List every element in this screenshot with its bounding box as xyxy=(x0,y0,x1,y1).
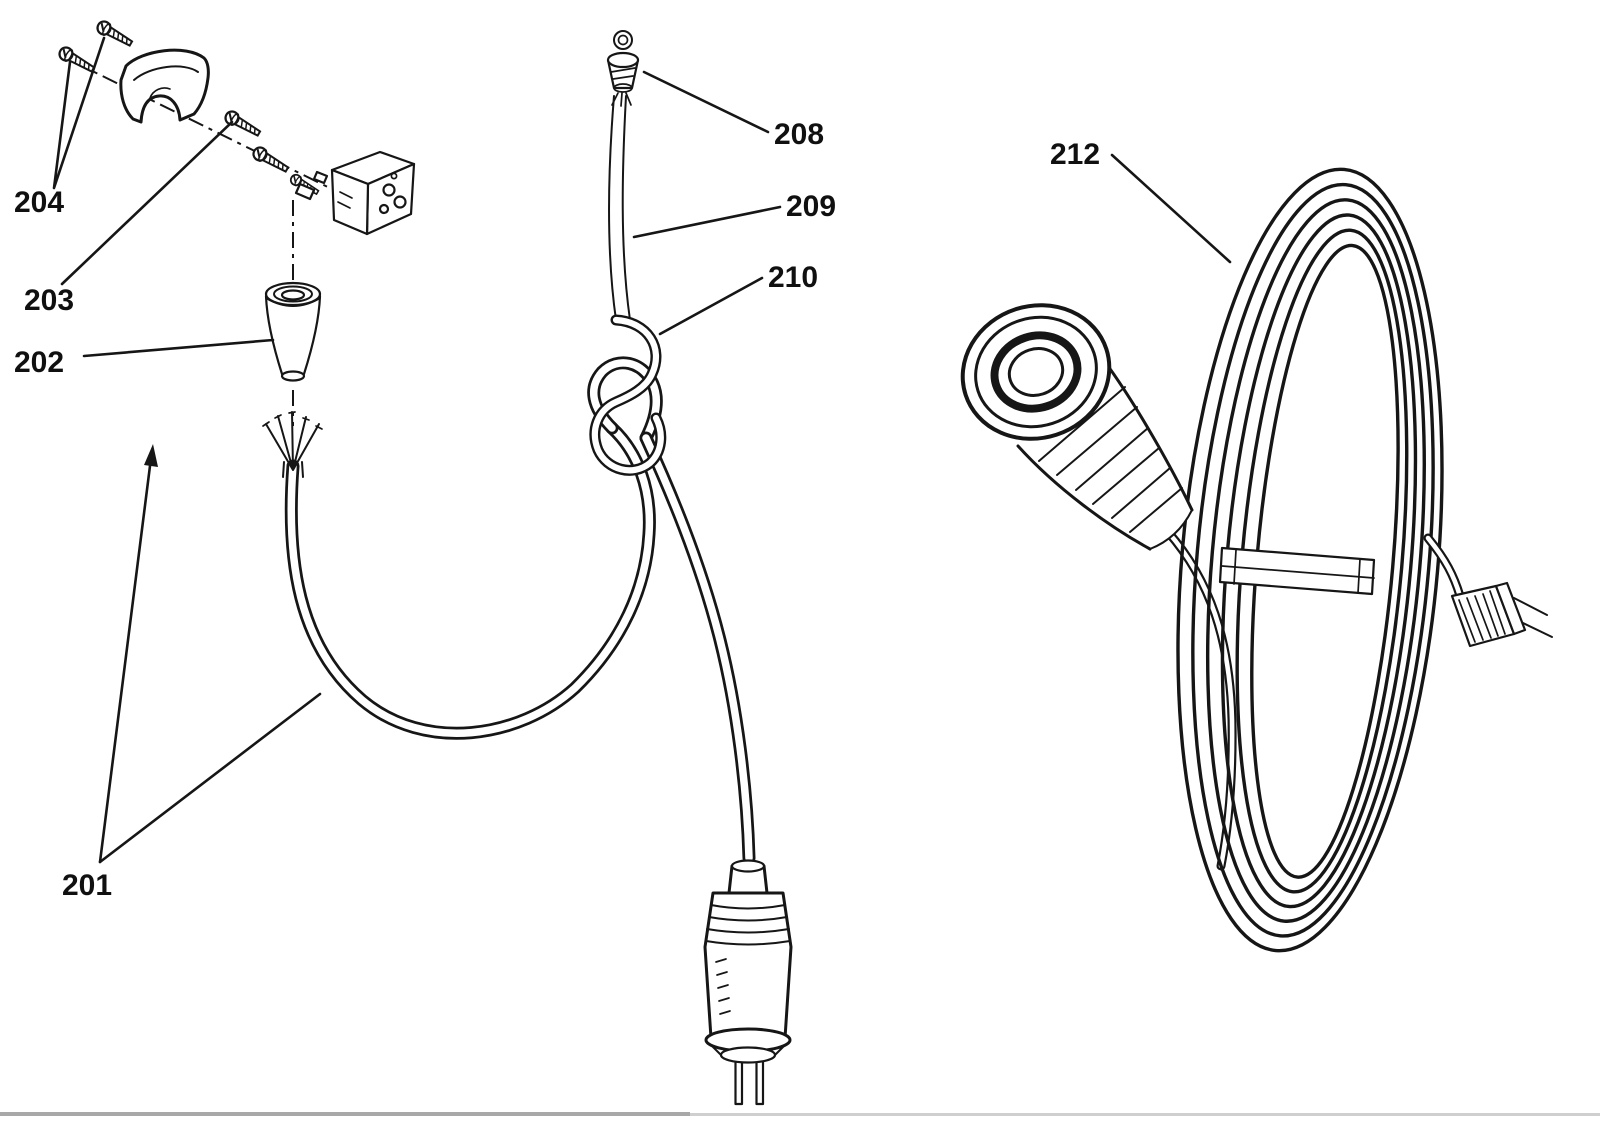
leader-210 xyxy=(658,276,764,336)
screw xyxy=(250,144,292,177)
strain-relief-cone xyxy=(264,281,322,382)
part-labels: 204 203 202 201 208 209 210 212 xyxy=(14,118,1100,902)
part-label-208: 208 xyxy=(774,118,824,151)
leader-201-line xyxy=(98,692,322,864)
coil-band-clip xyxy=(1218,546,1376,596)
part-label-209: 209 xyxy=(786,190,836,223)
screw xyxy=(56,44,98,77)
leader-201-arrow xyxy=(98,456,153,864)
cable-connector xyxy=(960,303,1194,551)
part-label-202: 202 xyxy=(14,346,64,379)
connector-tail-cable xyxy=(1163,527,1237,871)
exploded-mounting-assembly xyxy=(56,18,416,426)
hang-tie-cap xyxy=(606,30,640,107)
part-label-210: 210 xyxy=(768,261,818,294)
assembly-axis-line xyxy=(73,61,347,197)
leader-lines xyxy=(52,36,1232,864)
part-label-203: 203 xyxy=(24,284,74,317)
power-plug xyxy=(703,859,793,1106)
part-label-212: 212 xyxy=(1050,138,1100,171)
leader-202 xyxy=(82,338,275,358)
leader-208 xyxy=(642,70,770,134)
stripped-cable-wires xyxy=(262,411,323,478)
leader-201-arrowhead xyxy=(144,444,158,467)
leader-203 xyxy=(60,120,234,286)
leader-204 xyxy=(52,36,106,190)
suspension-cord xyxy=(608,95,631,321)
coil-plug xyxy=(1423,533,1553,648)
switch-housing-cover xyxy=(119,48,210,124)
s-hook xyxy=(589,314,667,476)
part-label-204: 204 xyxy=(14,186,64,219)
power-cord xyxy=(284,356,756,865)
page-edge-line-dark xyxy=(0,1112,690,1116)
part-label-201: 201 xyxy=(62,869,112,902)
page-edge-line xyxy=(0,1113,1600,1116)
leader-209 xyxy=(632,205,782,239)
switch-block xyxy=(294,150,416,236)
leader-212 xyxy=(1110,153,1232,264)
